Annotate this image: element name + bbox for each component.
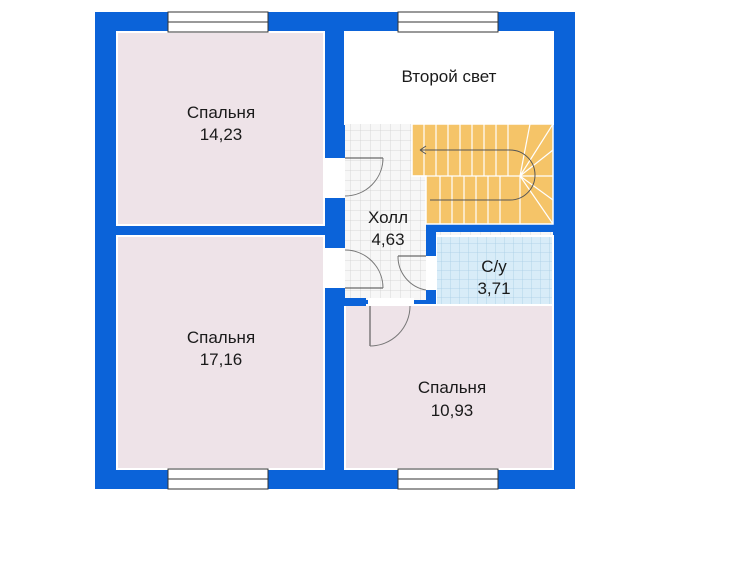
window-bottom-right (397, 468, 499, 490)
bathroom-name: С/у (481, 257, 507, 276)
door-bedroom-3 (368, 298, 414, 347)
wall-hall-stairs (426, 224, 556, 232)
door-bedroom-1 (324, 157, 384, 198)
bedroom-2-name: Спальня (187, 328, 255, 347)
bedroom-3-name: Спальня (418, 378, 486, 397)
bedroom-3-area: 10,93 (431, 401, 474, 420)
room-bedroom-3 (344, 304, 554, 470)
door-bedroom-2 (324, 248, 384, 289)
bedroom-1-area: 14,23 (200, 125, 243, 144)
room-second-light (344, 31, 554, 125)
wall-hall-bedroom3-left (336, 298, 366, 306)
window-bottom-left (167, 468, 269, 490)
window-top-left (167, 11, 269, 33)
room-bedroom-1 (116, 31, 325, 226)
door-bathroom (397, 255, 436, 291)
bedroom-2-area: 17,16 (200, 350, 243, 369)
room-bedroom-2 (116, 235, 325, 470)
window-top-right (397, 11, 499, 33)
second-light-name: Второй свет (402, 67, 497, 86)
staircase (411, 123, 554, 225)
bedroom-1-name: Спальня (187, 103, 255, 122)
hall-area: 4,63 (371, 230, 404, 249)
bathroom-area: 3,71 (477, 279, 510, 298)
hall-name: Холл (368, 208, 408, 227)
